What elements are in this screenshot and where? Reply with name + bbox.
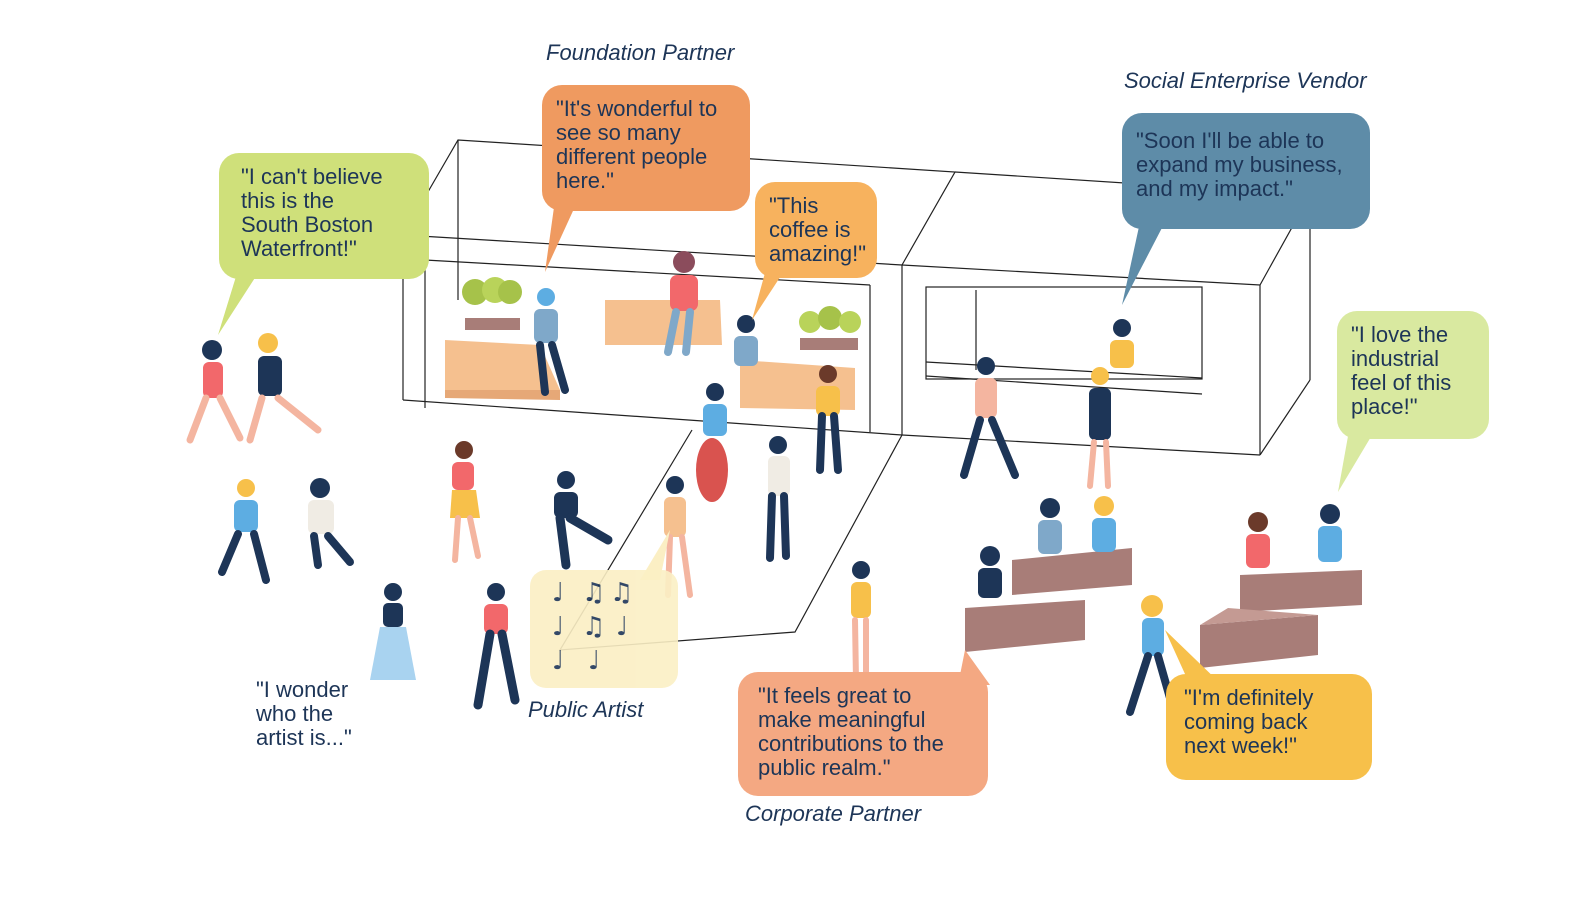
music-note-icon: ♩ [552, 578, 565, 608]
speech-bubble-coming-back: "I'm definitely coming back next week!" [1166, 674, 1372, 780]
quote-artist: "I wonder who the artist is..." [256, 677, 352, 750]
music-note-icon: ♫ [582, 578, 606, 608]
people [186, 251, 1342, 716]
speech-bubble-corporate: "It feels great to make meaningful contr… [738, 672, 988, 796]
speech-bubble-vendor: "Soon I'll be able to expand my business… [1122, 113, 1370, 229]
music-note-icon: ♫ [610, 578, 634, 608]
speech-bubble-industrial: "I love the industrial feel of this plac… [1337, 311, 1489, 439]
speech-bubble-waterfront: "I can't believe this is the South Bosto… [219, 153, 429, 279]
role-label-social-enterprise-vendor: Social Enterprise Vendor [1124, 68, 1367, 93]
music-note-icon: ♫ [582, 612, 606, 642]
outdoor-seats [965, 548, 1362, 668]
speech-bubble-coffee: "This coffee is amazing!" [755, 182, 877, 278]
role-label-public-artist: Public Artist [528, 697, 644, 722]
speech-bubble-foundation: "It's wonderful to see so many different… [542, 85, 750, 211]
music-note-icon: ♩ [616, 612, 629, 642]
speech-bubble-tails [218, 200, 1378, 685]
music-note-icon: ♩ [552, 612, 565, 642]
benches [445, 300, 855, 410]
role-label-corporate-partner: Corporate Partner [745, 801, 922, 826]
music-notes-panel: ♩ ♫ ♫ ♩ ♫ ♩ ♩ ♩ [530, 570, 678, 688]
music-note-icon: ♩ [552, 646, 565, 676]
role-label-foundation-partner: Foundation Partner [546, 40, 735, 65]
planters [462, 277, 861, 350]
music-note-icon: ♩ [588, 646, 601, 676]
